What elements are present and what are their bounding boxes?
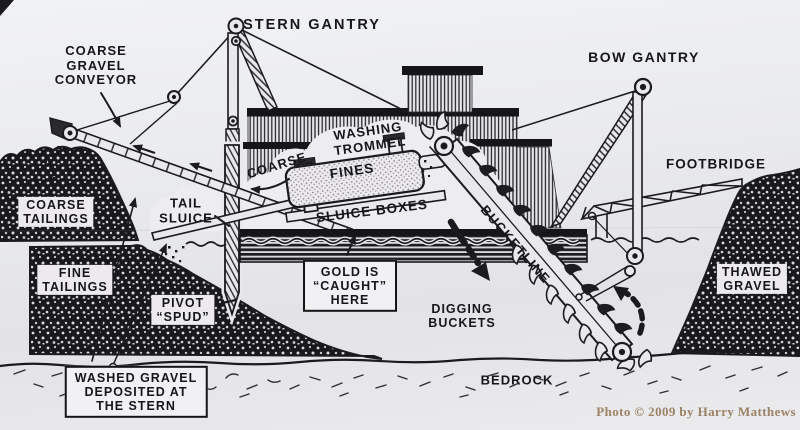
label-bow-gantry: BOW GANTRY [588, 49, 700, 66]
pivot-tick [220, 298, 238, 305]
pilot-house [407, 74, 473, 113]
label-footbridge: FOOTBRIDGE [666, 156, 766, 172]
label-stern-gantry: STERN GANTRY [243, 16, 381, 33]
pivot-spud-post [221, 141, 243, 326]
water-surface [185, 237, 700, 247]
label-washed-gravel-box: WASHED GRAVEL DEPOSITED AT THE STERN [64, 365, 208, 419]
footbridge-truss [579, 178, 743, 238]
label-pivot-spud: PIVOT “SPUD” [151, 294, 215, 326]
label-tail-sluice: TAIL SLUICE [159, 195, 213, 225]
label-digging-buckets: DIGGING BUCKETS [428, 301, 496, 330]
gravel-spray [44, 146, 69, 180]
gold-arrow [346, 234, 356, 256]
annotation-arrows [91, 92, 646, 372]
bow-gantry-structure [511, 77, 653, 302]
label-thawed-gravel: THAWED GRAVEL [716, 263, 788, 295]
digging-direction-arrow [623, 290, 646, 336]
tail-sluice-tick [214, 215, 230, 227]
trommel-drum [284, 149, 425, 209]
label-fine-tailings: FINE TAILINGS [37, 264, 113, 296]
tail-sluice-discharge [165, 246, 185, 269]
washing-trommel-assembly [284, 132, 447, 223]
stern-gantry-structure [76, 17, 408, 147]
thawed-gravel-bank [670, 167, 800, 358]
coarse-arrow [250, 178, 290, 195]
label-gold-caught-box: GOLD IS “CAUGHT” HERE [303, 259, 397, 313]
conveyor-label-arrow [100, 92, 121, 128]
main-roof-bar [247, 108, 519, 117]
sluice-run [285, 189, 447, 223]
washed-gravel-leader-2 [91, 197, 138, 362]
photo-credit: Photo © 2009 by Harry Matthews [596, 404, 796, 419]
lower-tumbler [611, 341, 633, 363]
label-coarse-gravel-conveyor: COARSE GRAVEL CONVEYOR [54, 42, 138, 88]
trommel-tick [429, 146, 440, 158]
washed-gravel-leader-1 [113, 243, 167, 364]
label-coarse-tailings: COARSE TAILINGS [18, 196, 94, 228]
bucketline-direction-arrow [447, 218, 482, 267]
bedrock-line [0, 348, 800, 368]
label-bedrock: BEDROCK [480, 372, 554, 388]
upper-tumbler [417, 110, 470, 177]
